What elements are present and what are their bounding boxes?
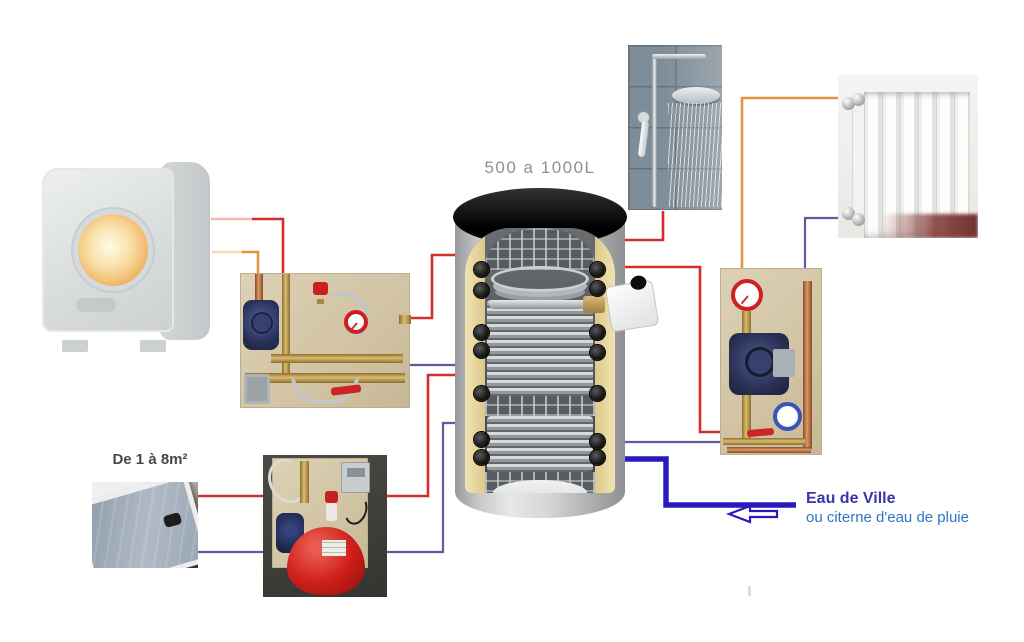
radiator-return-line: [803, 216, 841, 269]
brass-mid-pipe: [271, 354, 403, 363]
smudge-artifact: [748, 586, 751, 596]
circulation-pump: [729, 333, 789, 395]
bottom-pipe: [723, 438, 805, 445]
top-mesh-dome: [485, 228, 595, 270]
water-spray: [668, 103, 722, 207]
absorber-ribs: [92, 482, 198, 568]
mains-water-label: Eau de Ville: [806, 490, 896, 507]
tank-capacity-label: 500 a 1000L: [484, 158, 596, 177]
heating-element-rod: [489, 300, 585, 309]
bottom-pipe: [727, 447, 811, 453]
bottom-cap: [493, 480, 587, 493]
mains-water-arrow-icon: [725, 504, 779, 524]
stove-foot: [62, 340, 88, 352]
stove-return-line: [212, 250, 260, 276]
collector-panel: [92, 482, 198, 568]
shower-arm: [652, 54, 706, 59]
circulation-pump: [243, 300, 279, 350]
tank-port: [590, 434, 605, 449]
radiator-valve: [842, 97, 855, 110]
solar-controller: [341, 462, 370, 493]
rain-shower-head: [672, 87, 720, 104]
vessel-label: [319, 537, 349, 559]
tank-port: [590, 325, 605, 340]
thermometer-blue: [773, 402, 802, 431]
mid-mesh-band: [485, 396, 595, 416]
tank-port: [474, 450, 489, 465]
air-separator: [326, 503, 337, 521]
boiler-pump-to-tank-hot-line: [410, 253, 464, 320]
gauge-needle: [740, 295, 749, 305]
fire-window-icon: [78, 214, 148, 286]
radiator-valve: [852, 213, 865, 226]
shower-column: [652, 57, 657, 207]
radiator-supply-line: [740, 96, 841, 269]
copper-return-pipe: [803, 281, 812, 449]
stove-loading-pump-group: [240, 273, 411, 408]
tank-port: [474, 432, 489, 447]
rainwater-label: ou citerne d'eau de pluie: [806, 509, 969, 526]
pump-face: [251, 312, 273, 334]
electric-heater-control-box: [604, 274, 660, 333]
heating-element-flange: [583, 296, 605, 313]
shower: [628, 45, 722, 210]
tank-cutaway: [465, 228, 615, 493]
tank-interior: [485, 228, 595, 493]
tank-port: [590, 281, 605, 296]
wood-stove: [42, 160, 212, 352]
brass-pipe: [742, 395, 751, 443]
brass-fitting: [300, 461, 309, 503]
tank-to-shower-line: [622, 211, 665, 242]
safety-valve: [325, 491, 338, 503]
buffer-tank: [453, 188, 627, 518]
stove-supply-line: [211, 217, 285, 276]
floor-carpet: [882, 214, 978, 238]
brass-manifold: [245, 373, 405, 383]
heating-circuit-pump-group: [720, 268, 822, 455]
radiator: [838, 75, 978, 238]
tank-port: [474, 343, 489, 358]
ball-valve-lever: [746, 427, 775, 438]
gauge-needle: [349, 322, 358, 332]
radiator-valve: [842, 207, 855, 220]
solar-station-to-tank-hot-line: [385, 373, 464, 498]
solar-pump-station: [260, 451, 387, 597]
expansion-vessel: [287, 527, 365, 595]
lower-heat-exchanger-coil: [487, 416, 593, 472]
junction-box: [773, 349, 795, 377]
mains-water-line: [621, 456, 796, 508]
stove-foot: [140, 340, 166, 352]
tank-port: [590, 345, 605, 360]
pressure-gauge: [344, 310, 368, 334]
tank-port: [474, 283, 489, 298]
tank-port: [474, 262, 489, 277]
junction-box: [244, 374, 270, 404]
brass-pipe: [742, 311, 751, 337]
tank-port: [590, 386, 605, 401]
solar-size-label: De 1 à 8m²: [112, 451, 188, 468]
controller-display: [347, 468, 365, 477]
upper-coil-rings: [491, 266, 589, 292]
outlet-fitting: [399, 315, 411, 324]
pump-face: [745, 347, 775, 377]
safety-valve: [313, 282, 328, 295]
solar-station-to-tank-return-line: [385, 421, 464, 554]
radiator-valve: [852, 93, 865, 106]
tank-port: [474, 325, 489, 340]
solar-collector: [92, 482, 198, 568]
thermometer-red: [731, 279, 763, 311]
tank-port: [590, 450, 605, 465]
stove-grille: [76, 298, 116, 312]
tank-port: [590, 262, 605, 277]
tank-port: [474, 386, 489, 401]
brass-riser-pipe: [282, 274, 290, 374]
upper-heat-exchanger-coil: [487, 300, 593, 396]
radiator-sections: [864, 92, 970, 238]
tank-to-heating-pump-hot-line: [622, 265, 721, 434]
hand-shower: [637, 120, 650, 158]
